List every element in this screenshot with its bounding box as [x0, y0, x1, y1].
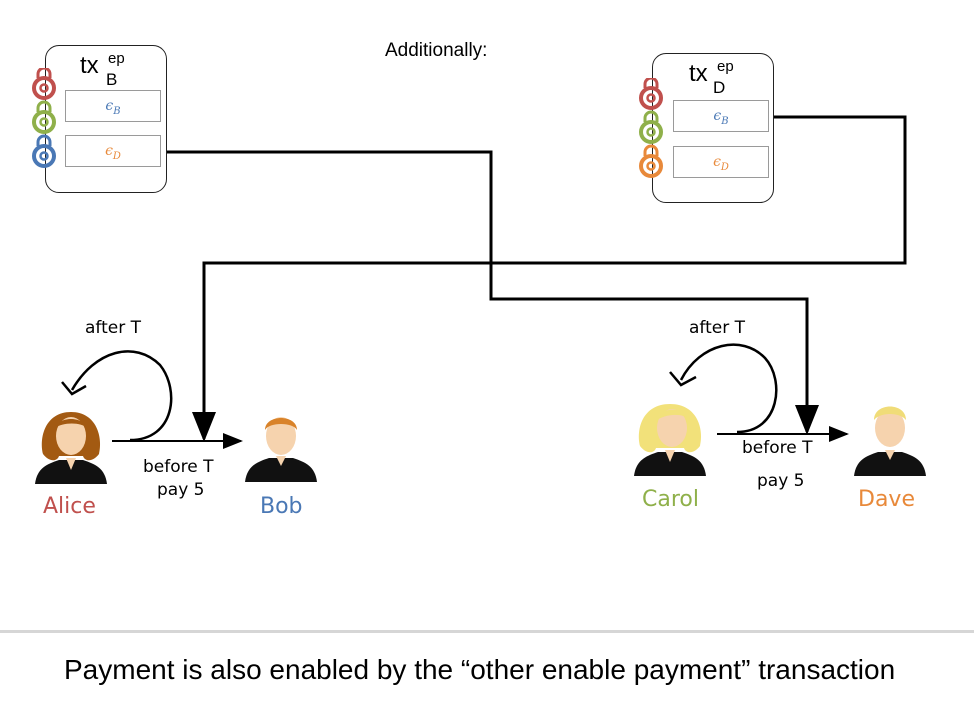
alice-after-label: after T	[85, 318, 142, 338]
bob-avatar-icon	[245, 417, 317, 482]
after-loop-carol	[679, 343, 778, 434]
alice-before-label: before T	[143, 457, 214, 477]
footer-divider	[0, 630, 974, 633]
carol-after-label: after T	[689, 318, 746, 338]
lock-icon	[32, 100, 56, 134]
lock-icon	[32, 66, 56, 100]
carol-pay-label: pay 5	[757, 471, 805, 491]
lock-icon	[639, 76, 663, 110]
dave-avatar-icon	[854, 406, 926, 476]
line-txb-to-carol-dave	[161, 150, 819, 435]
line-txd-to-alice-bob	[192, 115, 907, 442]
alice-name: Alice	[43, 494, 96, 519]
tx-d-locks	[637, 76, 665, 187]
tx-b-slot-epsilon-b: ϵB	[65, 90, 161, 122]
tx-d-slot-epsilon-b: ϵB	[673, 100, 769, 132]
carol-avatar-icon	[634, 404, 706, 476]
tx-b-locks	[30, 66, 58, 177]
after-loop-alice	[70, 350, 173, 442]
tx-d-slot-epsilon-d: ϵD	[673, 146, 769, 178]
dave-name: Dave	[858, 487, 915, 512]
carol-name: Carol	[642, 487, 699, 512]
additionally-label: Additionally:	[385, 40, 488, 61]
lock-icon	[32, 134, 56, 168]
bob-name: Bob	[260, 494, 303, 519]
alice-pay-label: pay 5	[157, 480, 205, 500]
lock-icon	[639, 144, 663, 178]
carol-before-label: before T	[742, 438, 813, 458]
tx-b-slot-epsilon-d: ϵD	[65, 135, 161, 167]
slide-caption: Payment is also enabled by the “other en…	[64, 654, 896, 685]
alice-avatar-icon	[35, 412, 107, 484]
lock-icon	[639, 110, 663, 144]
